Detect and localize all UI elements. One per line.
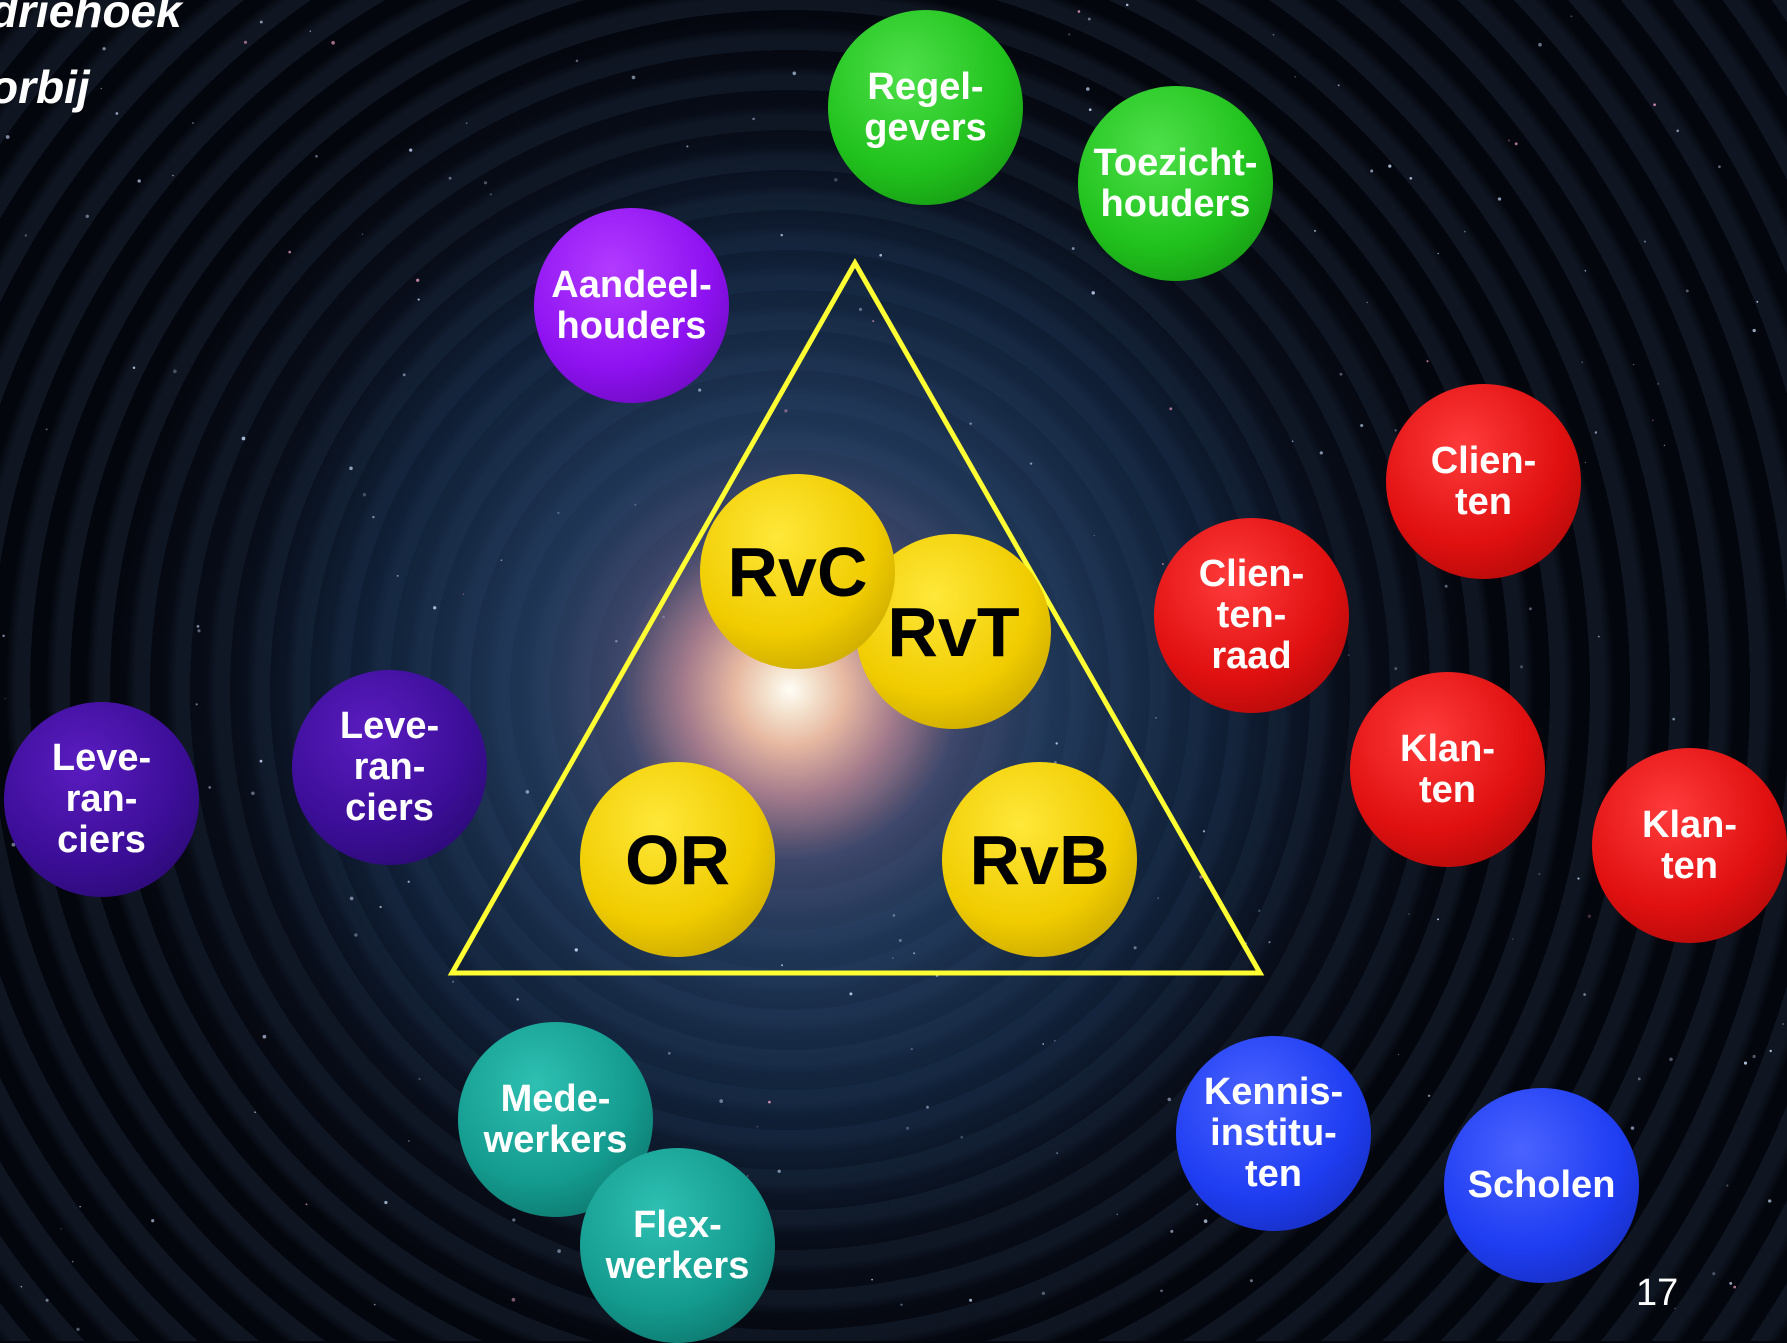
node-or: OR [580,762,775,957]
slide-title-line-1: driehoek [0,0,182,37]
slide-title-line-2: orbij [0,61,90,113]
node-kennisinstituten: Kennis- institu- ten [1176,1036,1371,1231]
node-leveranciers-inner: Leve- ran- ciers [292,670,487,865]
node-clientenraad: Clien- ten- raad [1154,518,1349,713]
node-flexwerkers: Flex- werkers [580,1148,775,1343]
node-clienten: Clien- ten [1386,384,1581,579]
page-number: 17 [1636,1272,1679,1314]
triangle-outline [447,257,1265,976]
node-klanten-outer: Klan- ten [1592,748,1787,943]
node-scholen: Scholen [1444,1088,1639,1283]
node-regelgevers: Regel- gevers [828,10,1023,205]
node-toezichthouders: Toezicht- houders [1078,86,1273,281]
node-rvb: RvB [942,762,1137,957]
node-medewerkers: Mede- werkers [458,1022,653,1217]
node-leveranciers-outer: Leve- ran- ciers [4,702,199,897]
node-rvc: RvC [700,474,895,669]
node-aandeelhouders: Aandeel- houders [534,208,729,403]
node-klanten-inner: Klan- ten [1350,672,1545,867]
